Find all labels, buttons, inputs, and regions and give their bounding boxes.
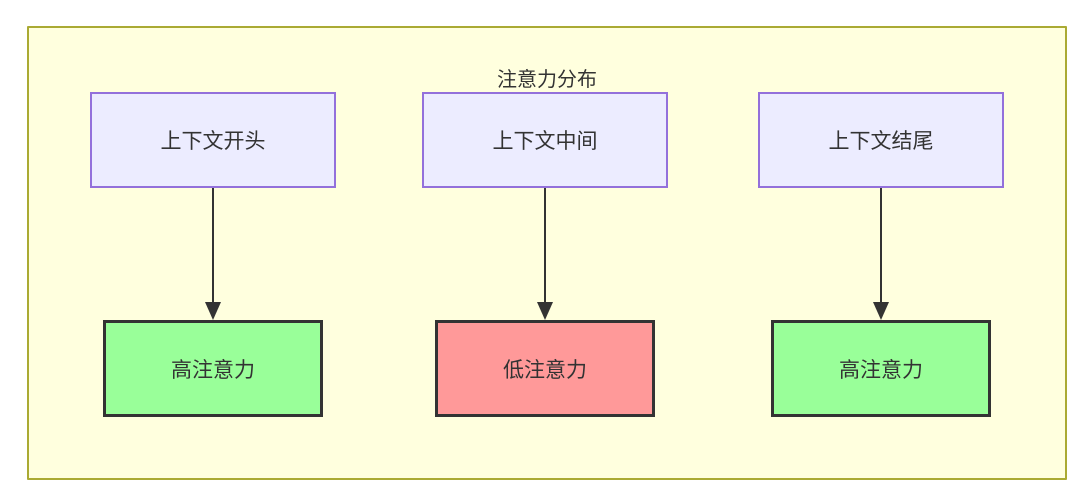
node-context-end: 上下文结尾 (758, 92, 1004, 188)
arrow-context-middle-to-low (537, 188, 553, 320)
arrow-line (212, 188, 214, 303)
node-label: 上下文中间 (492, 130, 598, 153)
node-label: 高注意力 (171, 358, 255, 382)
arrowhead-down-icon (537, 302, 553, 320)
arrow-line (544, 188, 546, 303)
node-label: 低注意力 (503, 358, 587, 382)
arrowhead-down-icon (873, 302, 889, 320)
node-high-attention-1: 高注意力 (103, 320, 323, 417)
node-label: 上下文结尾 (828, 130, 934, 153)
arrow-line (880, 188, 882, 303)
arrowhead-down-icon (205, 302, 221, 320)
node-context-middle: 上下文中间 (422, 92, 668, 188)
node-label: 上下文开头 (160, 130, 266, 153)
node-high-attention-2: 高注意力 (771, 320, 991, 417)
diagram-title: 注意力分布 (497, 69, 597, 91)
arrow-context-end-to-high (873, 188, 889, 320)
arrow-context-start-to-high (205, 188, 221, 320)
node-low-attention: 低注意力 (435, 320, 655, 417)
node-label: 高注意力 (839, 358, 923, 382)
node-context-start: 上下文开头 (90, 92, 336, 188)
